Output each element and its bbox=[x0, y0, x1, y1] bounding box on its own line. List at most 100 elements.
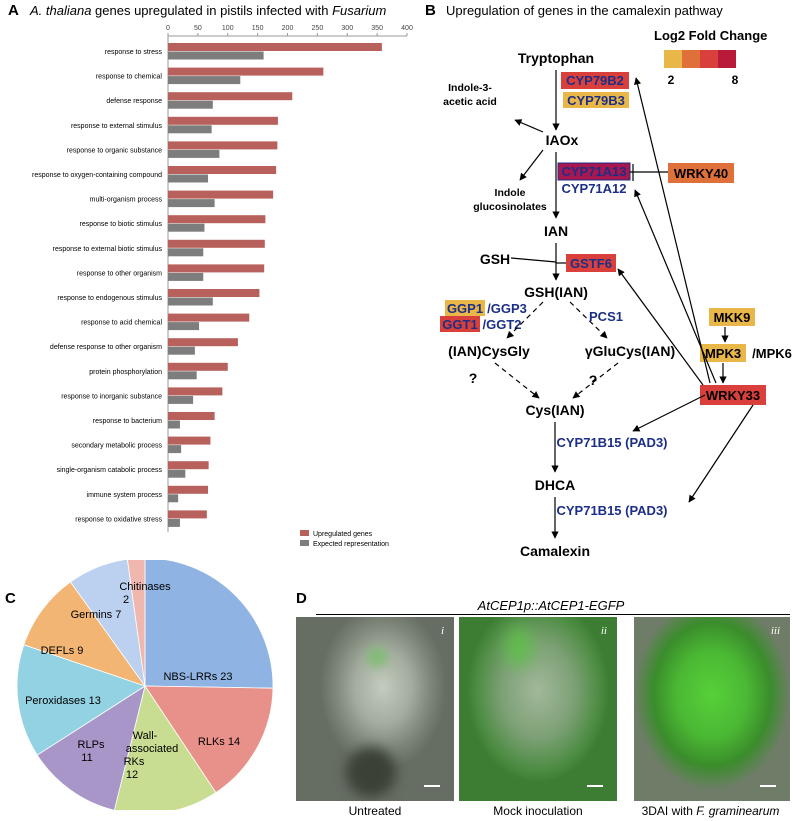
pie-label-wall: Wall- bbox=[133, 730, 158, 742]
category-label: response to endogenous stimulus bbox=[57, 295, 162, 302]
bar-upregulated bbox=[168, 67, 324, 76]
cyp79b3-gene: CYP79B3 bbox=[567, 93, 625, 108]
category-label: defense response bbox=[106, 98, 162, 105]
bar-upregulated bbox=[168, 338, 238, 347]
wrky33-gene: WRKY33 bbox=[706, 388, 760, 403]
bar-upregulated bbox=[168, 313, 250, 322]
category-label: response to other organism bbox=[77, 270, 162, 277]
bar-expected bbox=[168, 149, 220, 158]
bar-upregulated bbox=[168, 510, 207, 519]
category-label: response to external biotic stimulus bbox=[53, 246, 163, 253]
wrky40-gene: WRKY40 bbox=[674, 166, 728, 181]
gsh-node: GSH bbox=[480, 251, 510, 267]
micrograph-fusarium: iii bbox=[634, 617, 790, 801]
bar-expected bbox=[168, 371, 197, 380]
indole-glucosinolates-node: Indole bbox=[495, 187, 526, 199]
gstf6-gene: GSTF6 bbox=[570, 256, 612, 271]
bar-upregulated bbox=[168, 436, 211, 445]
mkk9-gene: MKK9 bbox=[714, 310, 751, 325]
scale-bar bbox=[424, 785, 440, 787]
bar-expected bbox=[168, 494, 179, 503]
bar-expected bbox=[168, 248, 204, 257]
category-label: response to organic substance bbox=[67, 147, 162, 154]
legend-swatch bbox=[300, 540, 309, 546]
pie-label-defls: DEFLs 9 bbox=[41, 645, 84, 657]
cyp71b15-gene-2: CYP71B15 (PAD3) bbox=[556, 503, 667, 518]
pie-slice-1 bbox=[144, 685, 274, 794]
category-label: response to acid chemical bbox=[81, 320, 162, 327]
bar-upregulated bbox=[168, 289, 260, 297]
pie-label-germins: Germins 7 bbox=[71, 609, 122, 621]
category-label: response to stress bbox=[105, 49, 163, 56]
legend-swatch-1 bbox=[664, 50, 682, 68]
category-label: response to biotic stimulus bbox=[80, 221, 163, 228]
pie-slice-7 bbox=[127, 560, 146, 687]
caption-untreated: Untreated bbox=[348, 804, 402, 818]
bar-expected bbox=[168, 346, 195, 355]
pie-label-wall-4: 12 bbox=[126, 769, 138, 781]
bar-upregulated bbox=[168, 215, 266, 224]
caption-fusarium: 3DAI with F. graminearum bbox=[641, 804, 780, 818]
pie-label-chitinases: Chitinases bbox=[119, 581, 171, 593]
pie-label-chitinases-2: 2 bbox=[123, 594, 129, 606]
iaa-node-line2: acetic acid bbox=[443, 96, 497, 108]
pie-label-peroxidases: Peroxidases 13 bbox=[25, 695, 101, 707]
mpk3-gene: MPK3 bbox=[705, 346, 741, 361]
bar-upregulated bbox=[168, 362, 228, 371]
pie-label-rlps: RLPs bbox=[78, 739, 105, 751]
scale-bar bbox=[760, 785, 776, 787]
bar-expected bbox=[168, 174, 209, 183]
dhca-node: DHCA bbox=[535, 477, 575, 493]
pie-slice-0 bbox=[144, 560, 274, 689]
bar-expected bbox=[168, 51, 264, 60]
category-label: response to external stimulus bbox=[71, 123, 163, 130]
bar-expected bbox=[168, 76, 241, 85]
panel-b-letter: B bbox=[425, 2, 436, 19]
x-tick-label: 300 bbox=[341, 25, 353, 32]
category-label: response to bacterium bbox=[93, 418, 162, 425]
micrograph-label-ii: ii bbox=[600, 625, 607, 637]
x-tick-label: 50 bbox=[194, 25, 202, 32]
category-label: response to inorganic substance bbox=[61, 393, 162, 400]
micrograph-label-i: i bbox=[440, 625, 444, 637]
bar-upregulated bbox=[168, 461, 209, 470]
bar-expected bbox=[168, 125, 212, 134]
panel-a-letter: A bbox=[8, 2, 19, 19]
gglucys-node: γGluCys(IAN) bbox=[585, 343, 675, 359]
bar-expected bbox=[168, 223, 205, 232]
camalexin-node: Camalexin bbox=[520, 543, 590, 559]
panel-d-title: AtCEP1p::AtCEP1-EGFP bbox=[477, 598, 625, 613]
category-label: protein phosphorylation bbox=[89, 369, 162, 376]
caption-mock: Mock inoculation bbox=[493, 804, 583, 818]
bar-expected bbox=[168, 395, 194, 404]
panel-d-rule bbox=[316, 614, 790, 615]
category-label: defense response to other organism bbox=[50, 344, 162, 351]
pie-label-wall-2: associated bbox=[126, 743, 179, 755]
pie-chart: NBS-LRRs 23 RLKs 14 Wall- associated RKs… bbox=[16, 560, 274, 810]
bar-upregulated bbox=[168, 485, 209, 494]
panel-d-letter: D bbox=[296, 590, 307, 607]
bar-expected bbox=[168, 420, 180, 429]
x-tick-label: 400 bbox=[401, 25, 413, 32]
x-tick-label: 100 bbox=[222, 25, 234, 32]
cyp71a13-gene: CYP71A13 bbox=[561, 164, 626, 179]
mpk6-gene: /MPK6 bbox=[752, 346, 792, 361]
pie-slice-2 bbox=[114, 685, 217, 810]
iaox-node: IAOx bbox=[546, 132, 579, 148]
bar-upregulated bbox=[168, 141, 278, 150]
bar-upregulated bbox=[168, 43, 382, 51]
category-label: immune system process bbox=[87, 492, 163, 499]
bar-expected bbox=[168, 518, 180, 527]
pie-slice-3 bbox=[36, 685, 146, 810]
gsh-ian-node: GSH(IAN) bbox=[524, 284, 588, 300]
bar-upregulated bbox=[168, 166, 277, 174]
pie-label-wall-3: RKs bbox=[124, 756, 145, 768]
ggp1-gene: GGP1 bbox=[447, 301, 483, 316]
cyp71b15-gene-1: CYP71B15 (PAD3) bbox=[556, 435, 667, 450]
category-label: response to chemical bbox=[96, 74, 163, 81]
legend-swatch bbox=[300, 530, 309, 536]
legend-min: 2 bbox=[668, 73, 675, 87]
micrograph-untreated: i bbox=[296, 617, 454, 801]
legend-swatch-3 bbox=[700, 50, 718, 68]
category-label: multi-organism process bbox=[90, 197, 163, 204]
